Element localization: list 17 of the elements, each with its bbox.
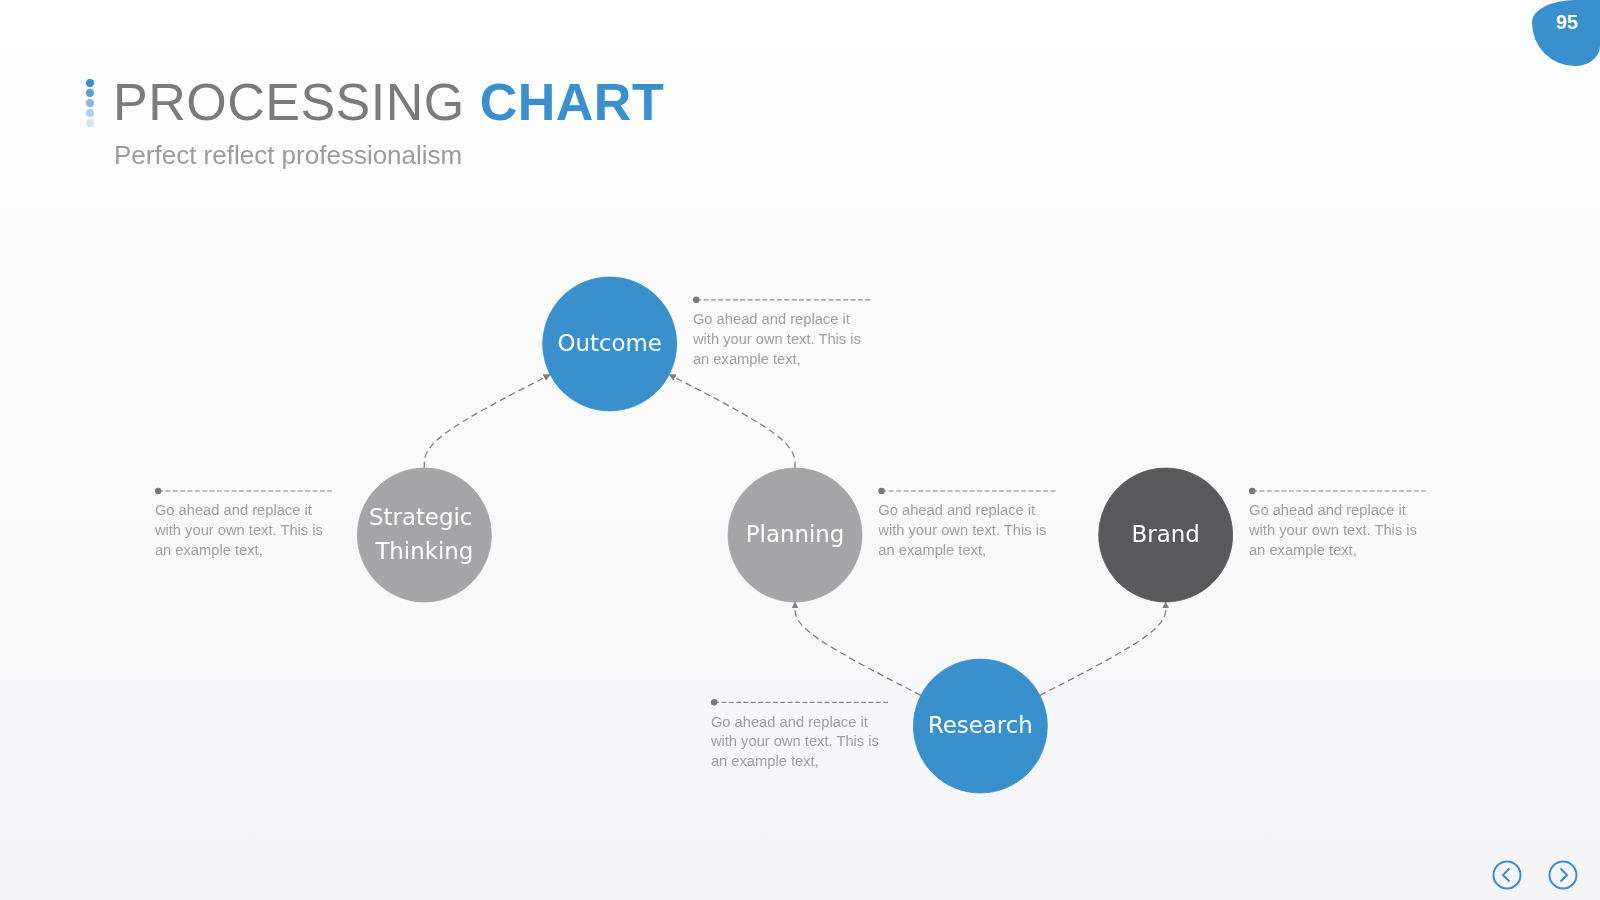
description-text: Go ahead and replace it with your own text. This is an example text, bbox=[710, 712, 880, 771]
arrow bbox=[791, 601, 922, 697]
node-circle: Research bbox=[913, 658, 1048, 794]
node-circle: Brand bbox=[1098, 467, 1234, 603]
slide-title: PROCESSING CHART bbox=[113, 72, 665, 132]
node-circle: Planning bbox=[727, 467, 863, 603]
description-text: Go ahead and replace it with your own text. This is an example text, bbox=[1248, 501, 1418, 560]
page-number: 95 bbox=[1532, 0, 1600, 66]
node-circle: Outcome bbox=[542, 276, 677, 412]
description-text: Go ahead and replace it with your own text. This is an example text, bbox=[154, 501, 324, 560]
description-text: Go ahead and replace it with your own text. This is an example text, bbox=[878, 501, 1048, 560]
arrow bbox=[1039, 601, 1170, 697]
description-text: Go ahead and replace it with your own text. This is an example text, bbox=[692, 310, 862, 369]
arrow bbox=[668, 374, 796, 469]
subtitle: Perfect reflect professionalism bbox=[114, 139, 463, 171]
node-circle: Strategic Thinking bbox=[356, 467, 492, 603]
arrow bbox=[423, 374, 551, 469]
